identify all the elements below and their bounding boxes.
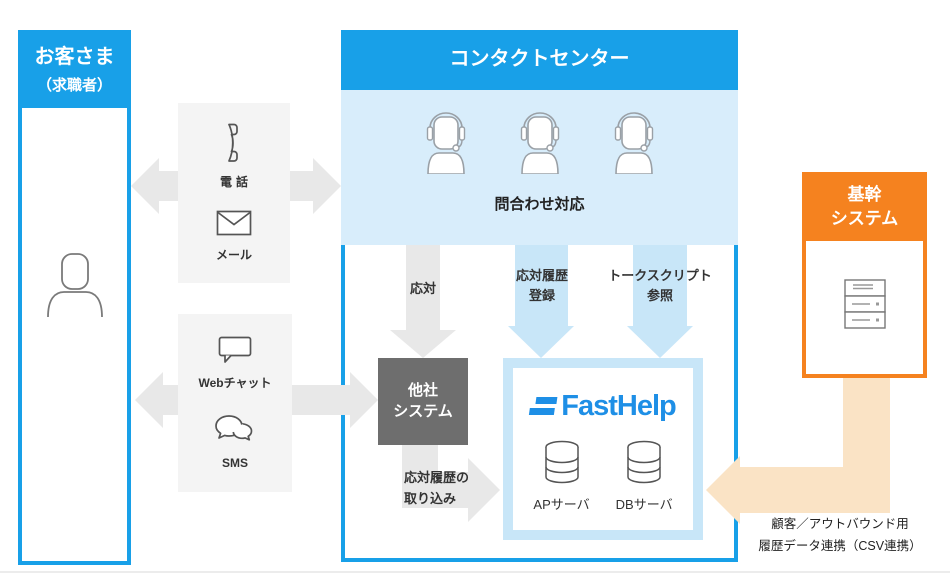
fasthelp-logo-icon	[529, 396, 558, 418]
person-icon	[22, 249, 127, 326]
channel-sms: SMS	[214, 414, 256, 470]
ap-server: APサーバ	[533, 439, 590, 513]
arrow-right-head-top-channel	[313, 158, 341, 214]
channel-sms-label: SMS	[221, 455, 248, 470]
operators-row	[341, 90, 738, 179]
customer-subtitle: （求職者）	[36, 77, 112, 94]
customer-title: お客さま	[34, 46, 115, 68]
import-arrow-horizontal	[402, 472, 468, 508]
history-reg-arrow-label: 応対履歴 登録	[515, 268, 568, 304]
response-arrow-label: 応対	[409, 281, 436, 296]
mail-icon	[216, 210, 252, 240]
import-arrow-label: 応対履歴の 取り込み	[404, 470, 470, 507]
channel-box-phone-mail: 電話 メール	[178, 103, 290, 283]
csv-arrow-horizontal	[740, 467, 890, 513]
csv-arrow-vertical	[843, 378, 890, 467]
script-ref-arrow-head	[627, 326, 693, 358]
customer-header: お客さま （求職者）	[18, 30, 131, 108]
channel-mail-label: メール	[215, 248, 252, 262]
channel-mail: メール	[216, 210, 252, 263]
bottom-divider	[0, 571, 950, 573]
core-system-box: 基幹 システム	[802, 172, 927, 378]
fasthelp-logo: FastHelp	[513, 390, 693, 423]
fasthelp-logo-text: FastHelp	[561, 390, 676, 422]
arrow-left-head-top-channel	[131, 158, 159, 214]
csv-arrow-head	[706, 456, 740, 524]
server-rack-icon	[806, 277, 923, 338]
contact-center-title: コンタクトセンター	[341, 30, 738, 90]
ap-server-label: APサーバ	[533, 497, 590, 512]
response-arrow-shaft	[406, 245, 440, 330]
script-ref-arrow-shaft	[633, 245, 687, 326]
db-server: DBサーバ	[616, 439, 673, 513]
script-ref-arrow-label: トークスクリプト 参照	[608, 268, 712, 304]
import-arrow-head	[468, 458, 500, 522]
channel-phone-label: 電話	[219, 175, 252, 189]
phone-icon	[221, 123, 247, 167]
fasthelp-box: FastHelp APサーバ	[503, 358, 703, 540]
inquiry-zone: 問合わせ対応	[341, 90, 738, 245]
channel-webchat: Webチャット	[199, 336, 272, 391]
database-icon	[625, 440, 663, 489]
database-icon	[543, 440, 581, 489]
db-server-label: DBサーバ	[615, 497, 673, 512]
channel-webchat-label: Webチャット	[198, 376, 272, 391]
other-system-box: 他社 システム	[378, 358, 468, 445]
other-system-label: 他社 システム	[393, 382, 453, 420]
csv-note: 顧客／アウトバウンド用 履歴データ連携（CSV連携）	[758, 517, 922, 553]
history-reg-arrow-shaft	[515, 245, 568, 326]
arrow-right-head-bottom-channel	[350, 372, 378, 428]
customer-box: お客さま （求職者）	[18, 30, 131, 565]
response-arrow-head	[390, 330, 456, 358]
history-reg-arrow-head	[508, 326, 574, 358]
servers-row: APサーバ DBサーバ	[513, 439, 693, 513]
core-system-header: 基幹 システム	[802, 172, 927, 241]
channel-box-chat-sms: Webチャット SMS	[178, 314, 292, 492]
sms-icon	[214, 414, 256, 450]
arrow-left-head-bottom-channel	[135, 372, 163, 428]
web-chat-icon	[218, 336, 252, 368]
operator-headset-icon	[611, 110, 657, 179]
operator-headset-icon	[423, 110, 469, 179]
operator-headset-icon	[517, 110, 563, 179]
inquiry-label: 問合わせ対応	[494, 196, 585, 213]
channel-phone: 電話	[216, 123, 252, 190]
